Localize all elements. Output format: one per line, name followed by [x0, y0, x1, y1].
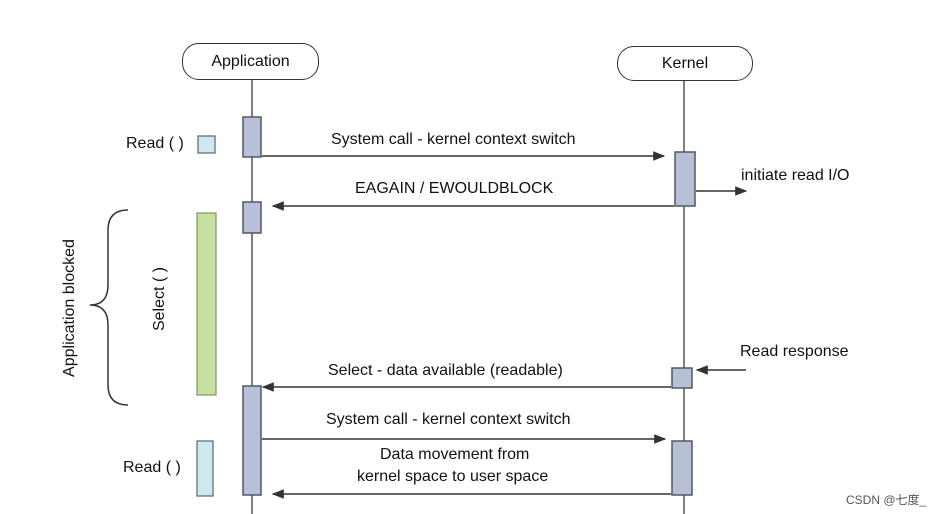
- csdn-watermark: CSDN @七度_: [846, 493, 927, 507]
- app-activation-1: [242, 116, 262, 158]
- kernel-activation-1: [674, 151, 696, 207]
- syscall-1-label: System call - kernel context switch: [331, 131, 576, 148]
- kernel-activation-2: [671, 367, 693, 389]
- read-label-2: Read ( ): [123, 459, 181, 476]
- app-activation-2: [242, 201, 262, 234]
- app-activation-3: [242, 385, 262, 496]
- read-box-2: [196, 440, 214, 497]
- read-box-1: [197, 135, 216, 154]
- application-blocked-label: Application blocked: [61, 239, 78, 377]
- application-blocked-brace: [89, 209, 129, 406]
- select-available-label: Select - data available (readable): [328, 362, 563, 379]
- eagain-label: EAGAIN / EWOULDBLOCK: [355, 180, 554, 197]
- select-bar: [196, 212, 217, 396]
- data-movement-label-line2: kernel space to user space: [357, 468, 549, 485]
- kernel-activation-3: [671, 440, 693, 496]
- initiate-read-label: initiate read I/O: [741, 167, 850, 184]
- select-label: Select ( ): [151, 267, 168, 332]
- read-response-label: Read response: [740, 343, 849, 360]
- data-movement-label-line1: Data movement from: [380, 446, 530, 463]
- kernel-actor: Kernel: [617, 46, 753, 81]
- application-actor: Application: [182, 43, 319, 80]
- syscall-2-label: System call - kernel context switch: [326, 411, 571, 428]
- read-label-1: Read ( ): [126, 135, 184, 152]
